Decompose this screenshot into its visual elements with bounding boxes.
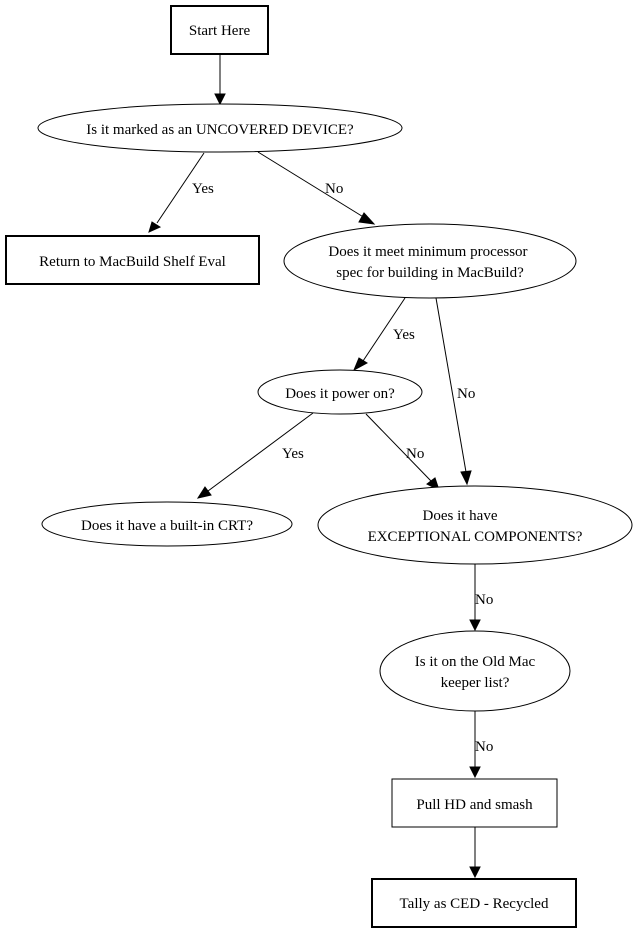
- edge-label-keeper-no: No: [475, 739, 493, 755]
- edge-spec-yes: Yes: [352, 297, 415, 372]
- edge-label-uncovered-yes: Yes: [192, 181, 214, 197]
- node-min-processor-spec-line2: spec for building in MacBuild?: [336, 265, 524, 281]
- edge-start-to-uncovered: [214, 54, 226, 106]
- edge-uncovered-no: No: [257, 151, 376, 225]
- node-exceptional-components-line1: Does it have: [423, 508, 498, 524]
- edge-exceptional-no: No: [469, 564, 493, 632]
- node-old-mac-keeper-list-line2: keeper list?: [441, 675, 510, 691]
- node-tally-ced-recycled-label: Tally as CED - Recycled: [400, 896, 549, 912]
- edge-power-no: No: [365, 413, 440, 491]
- edge-uncovered-yes: Yes: [148, 152, 214, 233]
- node-start-here: Start Here: [170, 5, 269, 55]
- edge-power-yes: Yes: [196, 412, 314, 499]
- node-start-here-label: Start Here: [189, 23, 251, 39]
- node-uncovered-device: Is it marked as an UNCOVERED DEVICE?: [37, 103, 403, 153]
- node-return-shelf-eval: Return to MacBuild Shelf Eval: [5, 235, 260, 285]
- edges: Yes No Yes No Yes No: [148, 54, 493, 879]
- edge-label-spec-no: No: [457, 386, 475, 402]
- node-exceptional-components: Does it have EXCEPTIONAL COMPONENTS?: [317, 485, 633, 565]
- node-old-mac-keeper-list: Is it on the Old Mac keeper list?: [379, 630, 571, 712]
- node-built-in-crt-label: Does it have a built-in CRT?: [81, 518, 253, 534]
- node-tally-ced-recycled: Tally as CED - Recycled: [371, 878, 577, 928]
- node-exceptional-components-line2: EXCEPTIONAL COMPONENTS?: [368, 529, 583, 545]
- edge-label-uncovered-no: No: [325, 181, 343, 197]
- node-old-mac-keeper-list-line1: Is it on the Old Mac: [415, 654, 536, 670]
- edge-label-spec-yes: Yes: [393, 327, 415, 343]
- node-min-processor-spec: Does it meet minimum processor spec for …: [283, 223, 577, 299]
- node-return-shelf-eval-label: Return to MacBuild Shelf Eval: [39, 254, 226, 270]
- node-pull-hd-smash: Pull HD and smash: [391, 778, 558, 828]
- edge-spec-no: No: [435, 297, 475, 486]
- edge-label-power-no: No: [406, 446, 424, 462]
- node-power-on: Does it power on?: [257, 369, 423, 415]
- edge-keeper-no: No: [469, 711, 493, 779]
- edge-label-power-yes: Yes: [282, 446, 304, 462]
- node-built-in-crt: Does it have a built-in CRT?: [41, 501, 293, 547]
- node-pull-hd-smash-label: Pull HD and smash: [416, 797, 533, 813]
- node-power-on-label: Does it power on?: [285, 386, 395, 402]
- edge-pullhd-to-tally: [469, 827, 481, 879]
- node-min-processor-spec-line1: Does it meet minimum processor: [328, 244, 527, 260]
- edge-label-exceptional-no: No: [475, 592, 493, 608]
- node-uncovered-device-label: Is it marked as an UNCOVERED DEVICE?: [86, 122, 354, 138]
